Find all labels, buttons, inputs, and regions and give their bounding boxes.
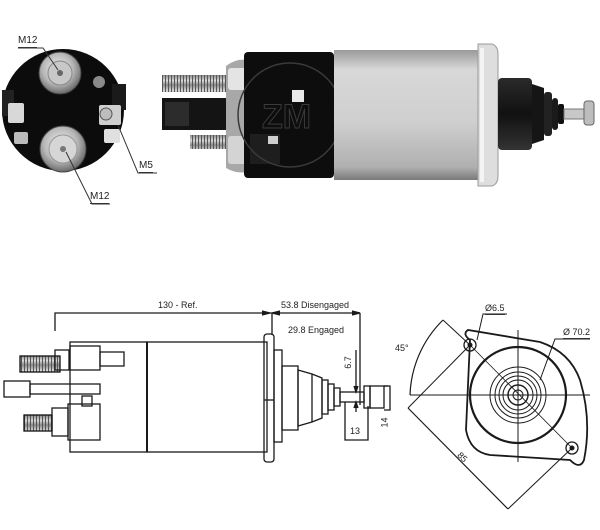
dim-tip-height: 14 bbox=[379, 417, 390, 428]
end-cap-photo bbox=[2, 49, 126, 173]
dim-engaged: 29.8 Engaged bbox=[288, 325, 345, 335]
dim-shaft-dia: 6.7 bbox=[342, 356, 353, 369]
side-drawing bbox=[3, 310, 391, 463]
dim-disengaged: 53.8 Disengaged bbox=[281, 300, 350, 310]
terminal-label-bottom: M12 bbox=[90, 191, 110, 204]
dim-shaft-length: 13 bbox=[350, 426, 361, 436]
dim-overall-length: 130 - Ref. bbox=[158, 300, 198, 310]
photo-leader-lines bbox=[18, 47, 157, 205]
side-view-photo: ZM bbox=[162, 43, 595, 187]
terminal-label-top: M12 bbox=[18, 35, 38, 48]
flange-drawing bbox=[407, 313, 590, 510]
watermark-logo: ZM bbox=[262, 98, 311, 136]
dim-angle: 45° bbox=[395, 343, 409, 353]
dim-body-dia: Ø 70.2 bbox=[563, 327, 591, 339]
terminal-label-m5: M5 bbox=[139, 160, 153, 173]
dim-hole-dia: Ø6.5 bbox=[485, 303, 505, 315]
